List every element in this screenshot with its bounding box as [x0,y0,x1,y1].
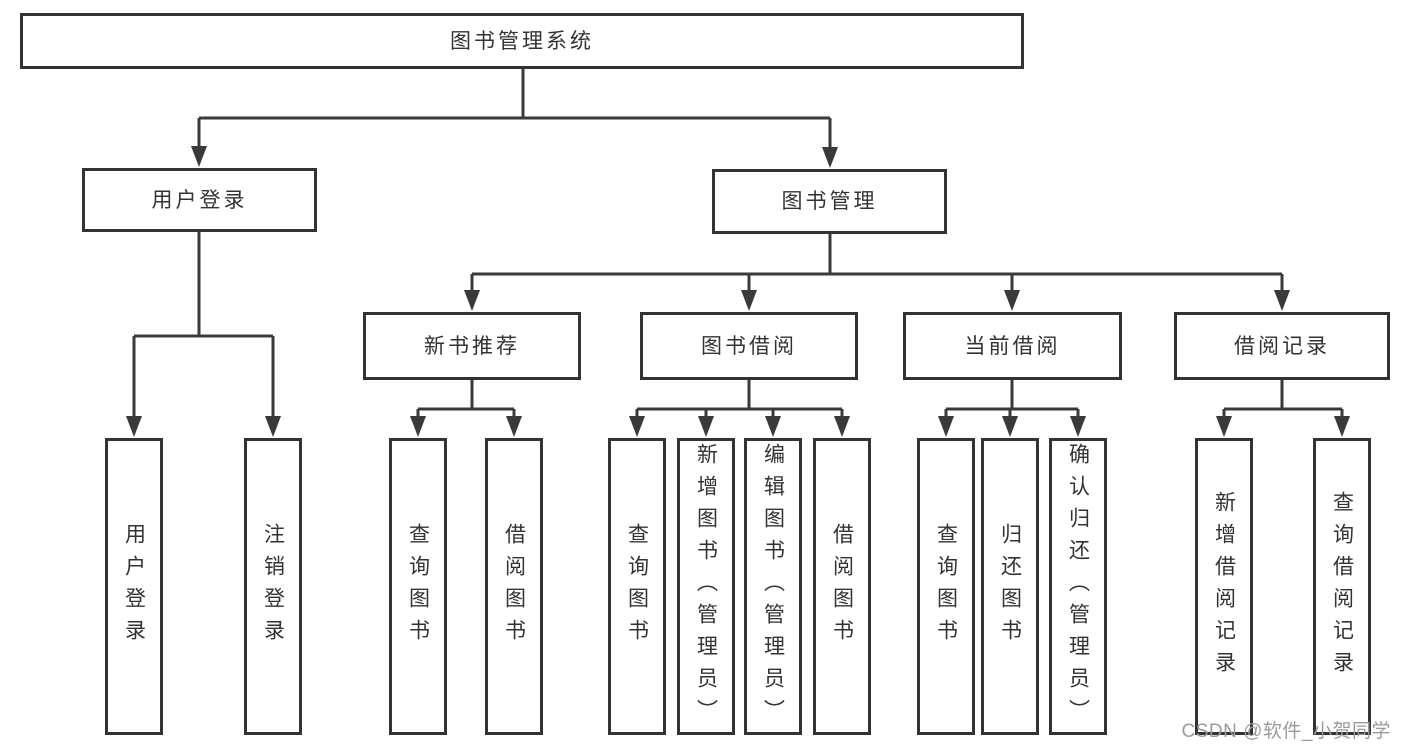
arrowhead [629,416,645,437]
node-book-mgmt: 图书管理 [712,169,947,234]
arrowhead [765,416,781,437]
connector-book-mgmt-to-level3 [464,234,1290,311]
node-borrow-record-label: 借阅记录 [1234,334,1330,358]
arrowhead [265,416,281,437]
leaf-user-login-label: 用户登录 [122,522,146,651]
arrowhead [1216,416,1232,437]
leaf-bb-edit-books: 编辑图书（管理员） [744,438,802,735]
arrowhead [1274,290,1290,311]
arrowhead [506,416,522,437]
arrowhead [938,416,954,437]
arrowhead [464,290,480,311]
leaf-rec-query-books-label: 查询图书 [406,522,430,651]
node-root: 图书管理系统 [20,13,1024,69]
arrowhead [1070,416,1086,437]
leaf-cb-query-books: 查询图书 [917,438,975,735]
leaf-bb-add-books-label: 新增图书（管理员） [694,442,718,731]
arrowhead [1002,416,1018,437]
leaf-cb-return-books-label: 归还图书 [998,522,1022,651]
leaf-bb-borrow-books-label: 借阅图书 [830,522,854,651]
node-new-book-rec-label: 新书推荐 [424,334,520,358]
arrowhead [410,416,426,437]
arrowhead [1334,416,1350,437]
node-user-login-label: 用户登录 [151,188,248,212]
node-user-login: 用户登录 [82,168,317,232]
arrowhead [126,416,142,437]
leaf-bb-borrow-books: 借阅图书 [813,438,871,735]
leaf-rec-query-books: 查询图书 [389,438,447,735]
arrowhead [741,290,757,311]
arrowhead [191,146,207,167]
leaf-bb-edit-books-label: 编辑图书（管理员） [761,442,785,731]
connector-borrow-record-to-leaves [1216,380,1350,437]
connector-current-borrow-to-leaves [938,380,1086,437]
leaf-cb-return-books: 归还图书 [981,438,1039,735]
leaf-logout: 注销登录 [244,438,302,735]
leaf-rec-borrow-books: 借阅图书 [485,438,543,735]
leaf-cb-confirm-return: 确认归还（管理员） [1049,438,1107,735]
leaf-br-add-record: 新增借阅记录 [1195,438,1253,735]
leaf-br-query-record-label: 查询借阅记录 [1330,490,1354,683]
leaf-logout-label: 注销登录 [261,522,285,651]
node-book-borrow-label: 图书借阅 [701,334,797,358]
node-book-mgmt-label: 图书管理 [781,190,878,213]
leaf-bb-query-books-label: 查询图书 [625,522,649,651]
leaf-bb-add-books: 新增图书（管理员） [677,438,735,735]
connector-book-borrow-to-leaves [629,380,850,437]
node-new-book-rec: 新书推荐 [363,312,581,380]
arrowhead [834,416,850,437]
connector-root-to-level2 [191,69,838,168]
node-current-borrow-label: 当前借阅 [964,334,1061,358]
arrowhead [698,416,714,437]
node-book-borrow: 图书借阅 [640,312,858,380]
connector-new-book-rec-to-leaves [410,380,522,437]
arrowhead [822,147,838,168]
leaf-cb-confirm-return-label: 确认归还（管理员） [1066,442,1090,731]
leaf-bb-query-books: 查询图书 [608,438,666,735]
node-borrow-record: 借阅记录 [1174,312,1390,380]
leaf-cb-query-books-label: 查询图书 [934,522,958,651]
node-root-label: 图书管理系统 [450,29,594,53]
node-current-borrow: 当前借阅 [903,312,1122,380]
leaf-br-query-record: 查询借阅记录 [1313,438,1371,735]
connector-user-login-to-leaves [126,232,281,437]
leaf-br-add-record-label: 新增借阅记录 [1212,490,1236,683]
arrowhead [1004,290,1020,311]
watermark: CSDN @软件_小贺同学 [1181,721,1391,742]
leaf-rec-borrow-books-label: 借阅图书 [502,522,526,651]
leaf-user-login: 用户登录 [105,438,163,735]
